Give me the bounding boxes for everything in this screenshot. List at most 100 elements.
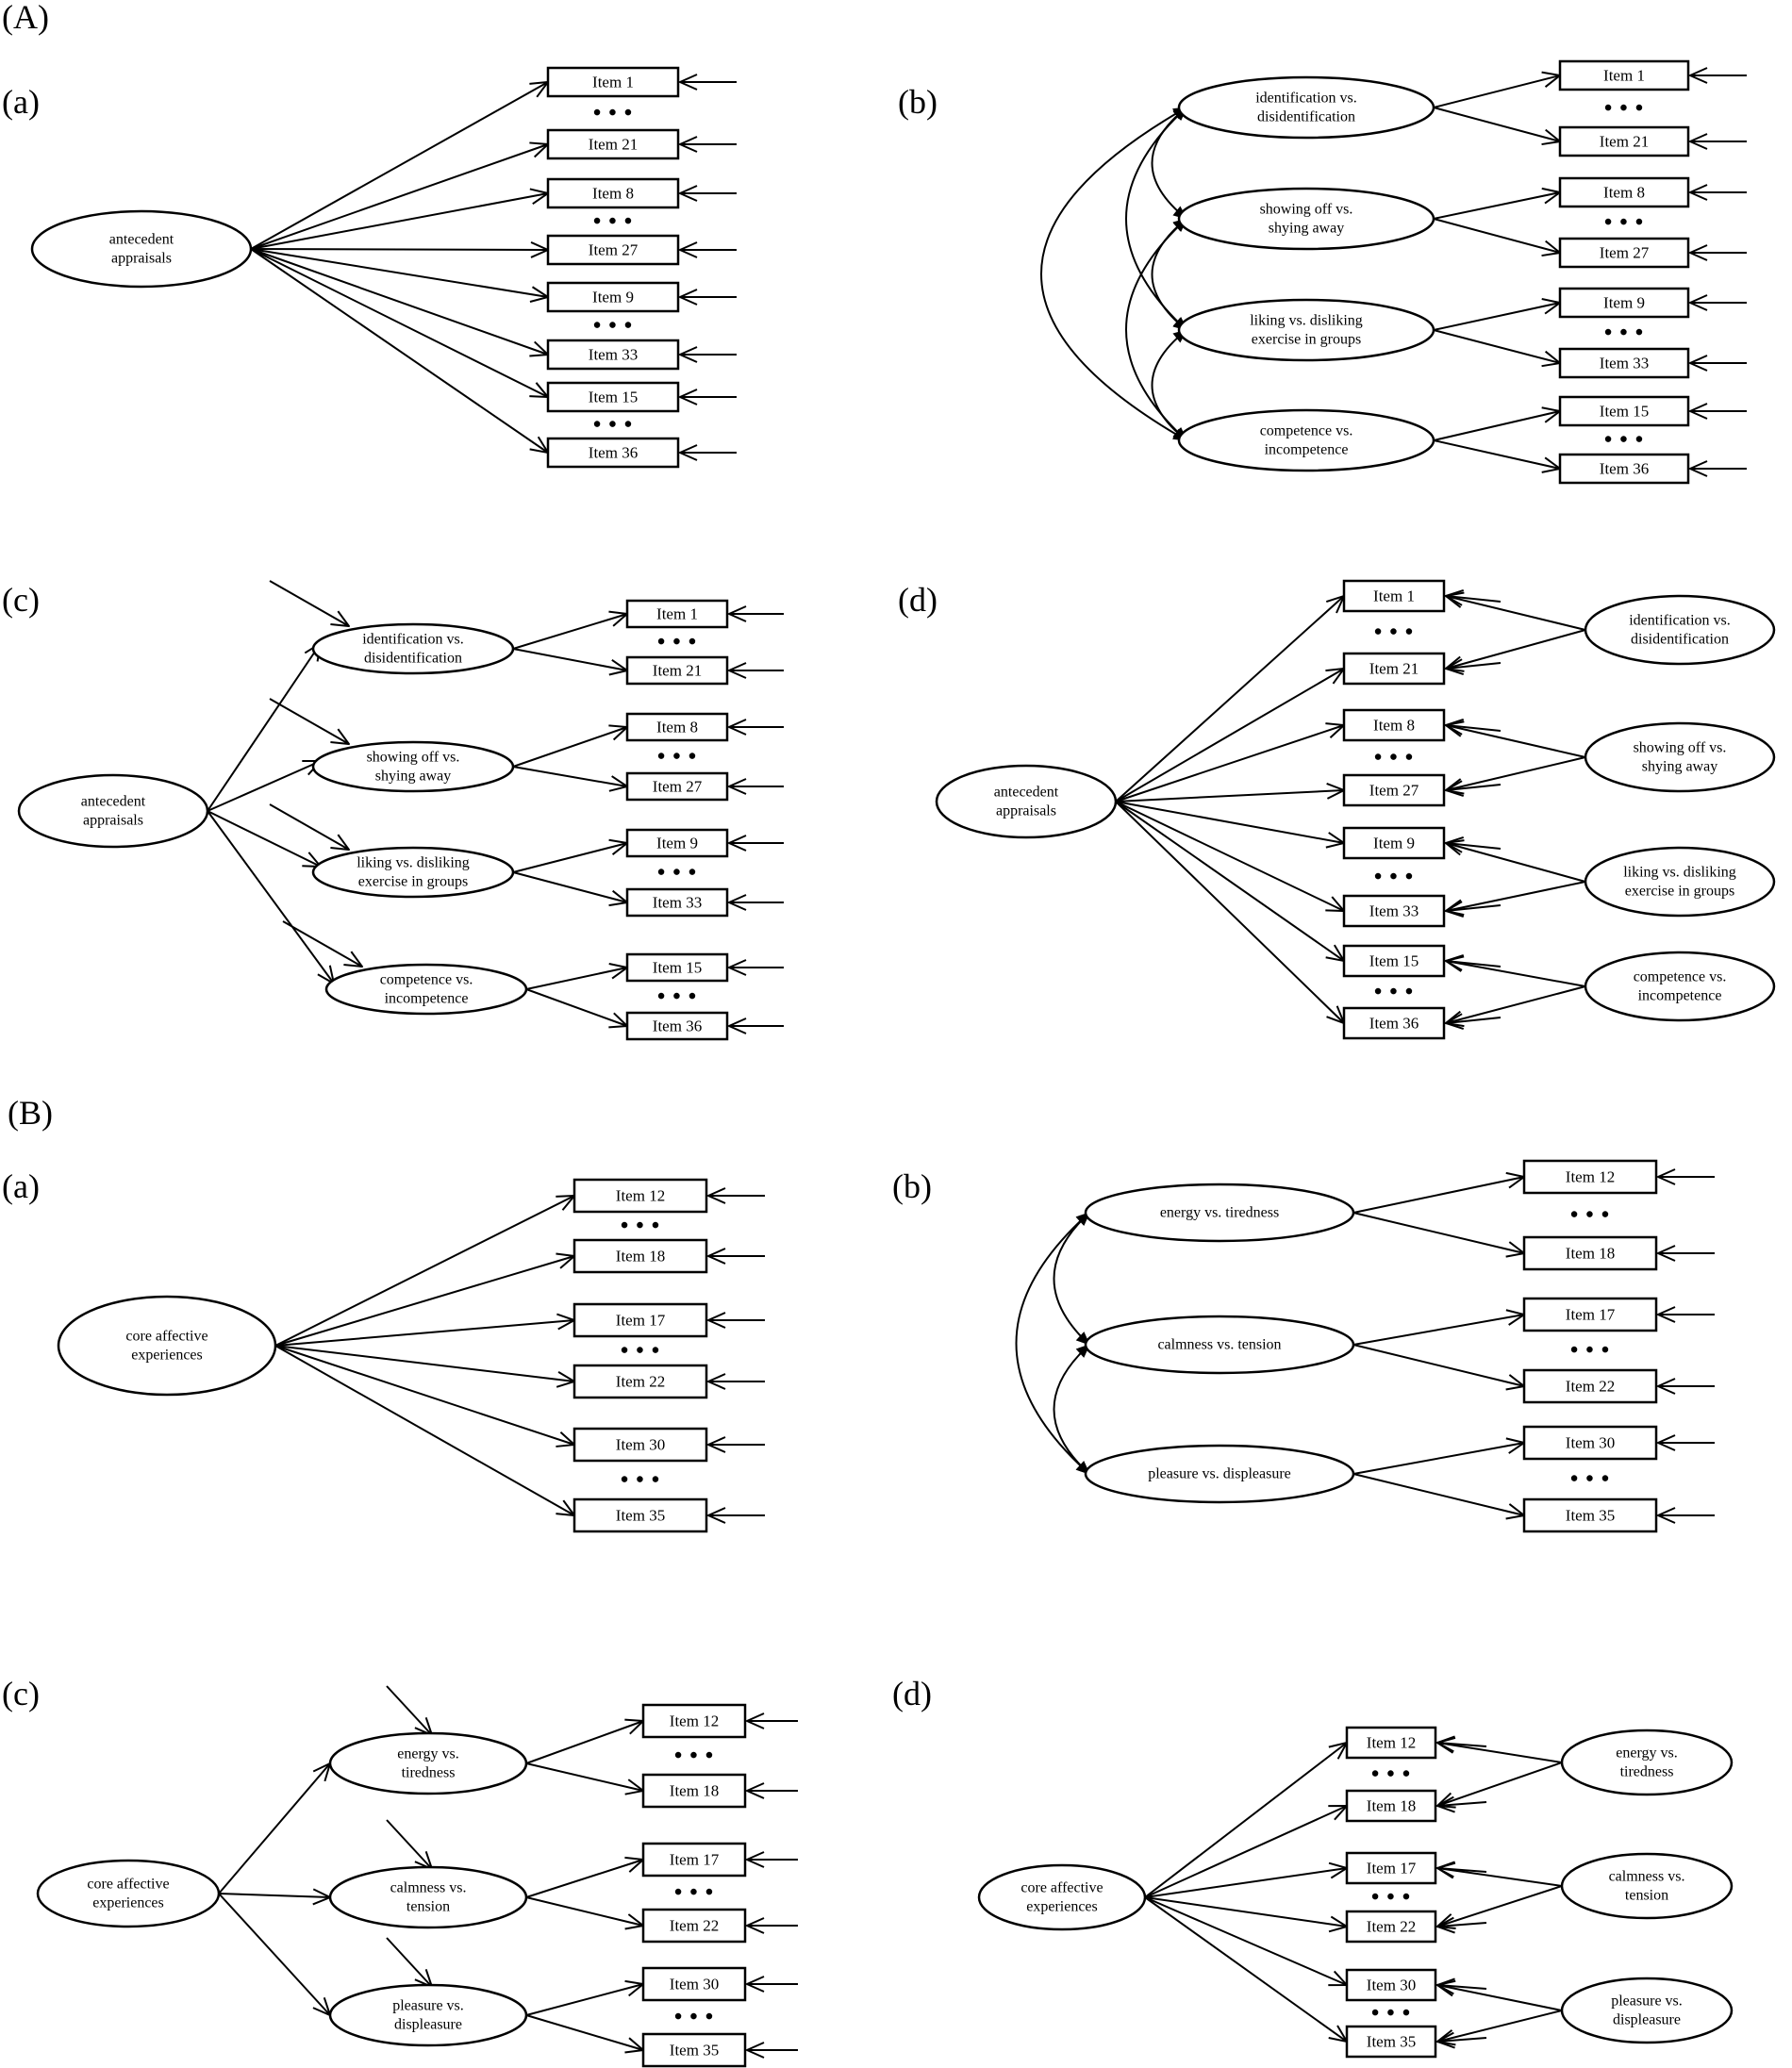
- factor-ellipse-label: energy vs.: [397, 1746, 458, 1762]
- panel-label-a: (a): [2, 83, 40, 121]
- item-box-shape: [1522, 1368, 1658, 1404]
- item-box-shape: [1345, 1789, 1437, 1823]
- disturbance-arrow: [386, 1819, 432, 1869]
- factor-ellipse-label: tiredness: [1620, 1764, 1674, 1780]
- item-box-shape: [1345, 1851, 1437, 1885]
- item-box-shape: [1342, 1006, 1446, 1040]
- factor-ellipse: competence vs.incompetence: [1584, 951, 1776, 1022]
- loading-arrow: [1352, 1212, 1524, 1253]
- item-box-shape: [1558, 347, 1690, 379]
- factor-ellipse-shape: [328, 1865, 528, 1929]
- item-box: Item 15: [546, 381, 680, 413]
- item-box: Item 35: [641, 2032, 747, 2068]
- residual-arrow: [1446, 961, 1502, 967]
- item-box-label: Item 35: [1367, 2033, 1416, 2051]
- item-box-shape: [625, 1011, 729, 1041]
- loading-arrow: [1446, 596, 1586, 631]
- factor-ellipse-shape: [1177, 187, 1435, 251]
- item-box: Item 18: [1345, 1789, 1437, 1823]
- item-box: Item 22: [572, 1364, 708, 1399]
- factor-ellipse-label: exercise in groups: [1625, 884, 1734, 900]
- loading-arrow: [512, 648, 627, 670]
- loading-arrow: [1144, 1806, 1347, 1898]
- item-box-label: Item 15: [589, 389, 638, 406]
- item-box-label: Item 18: [670, 1782, 719, 1800]
- factor-ellipse-label: showing off vs.: [1260, 202, 1353, 218]
- disturbance-arrow: [269, 580, 349, 626]
- loading-arrow: [1446, 725, 1586, 758]
- loading-arrow: [525, 1896, 643, 1926]
- factor-ellipse-label: pleasure vs.: [392, 1998, 464, 2014]
- loading-arrow: [512, 843, 627, 873]
- factor-ellipse-label: identification vs.: [362, 632, 464, 648]
- factor-ellipse-shape: [328, 1983, 528, 2047]
- loading-arrow: [525, 1984, 643, 2016]
- factor-ellipse-label: displeasure: [394, 2017, 462, 2033]
- item-box-label: Item 22: [616, 1373, 665, 1391]
- general-factor-ellipse: antecedent appraisals: [17, 773, 209, 849]
- factor-ellipse-shape: [1584, 951, 1776, 1022]
- item-box-label: Item 8: [592, 185, 634, 203]
- item-box: Item 21: [546, 128, 680, 160]
- factor-ellipse: calmness vs. tension: [1084, 1315, 1355, 1375]
- item-box: Item 9: [625, 828, 729, 858]
- item-box-shape: [546, 66, 680, 98]
- item-box-shape: [641, 2032, 747, 2068]
- residual-arrow: [1446, 785, 1502, 790]
- loading-arrow: [1433, 439, 1560, 469]
- loading-arrow: [218, 1894, 330, 1897]
- item-box: Item 17: [1345, 1851, 1437, 1885]
- factor-ellipse-shape: [1177, 408, 1435, 472]
- general-factor-ellipse-label: core affective: [1020, 1880, 1103, 1896]
- residual-arrow: [1437, 1868, 1487, 1872]
- loading-arrow: [1433, 218, 1560, 253]
- item-box-label: Item 8: [1373, 717, 1415, 735]
- loading-arrow: [250, 249, 548, 250]
- factor-ellipse-label: disidentification: [1631, 632, 1729, 648]
- ellipsis-dots: • • •: [1374, 865, 1414, 889]
- item-box: Item 9: [1342, 826, 1446, 860]
- factor-ellipse-label: shying away: [1269, 221, 1344, 237]
- general-factor-ellipse-label: appraisals: [83, 813, 143, 829]
- factor-ellipse-label: calmness vs. tension: [1157, 1337, 1281, 1353]
- item-box-label: Item 30: [1566, 1434, 1615, 1452]
- factor-ellipse-label: incompetence: [1638, 988, 1722, 1004]
- factor-ellipse: identification vs.disidentification: [311, 622, 515, 675]
- item-box-label: Item 8: [656, 719, 698, 736]
- loading-arrow: [1433, 75, 1560, 108]
- factor-ellipse-label: pleasure vs.: [1611, 1994, 1683, 2010]
- residual-arrow: [1437, 1985, 1487, 1989]
- item-box-label: Item 18: [616, 1248, 665, 1266]
- item-box: Item 33: [546, 339, 680, 371]
- item-box: Item 30: [572, 1427, 708, 1463]
- item-box-label: Item 22: [1566, 1378, 1615, 1396]
- item-box-shape: [1558, 59, 1690, 91]
- loading-arrow: [1115, 801, 1344, 961]
- factor-ellipse-shape: [1084, 1183, 1355, 1243]
- loading-arrow: [1433, 411, 1560, 441]
- item-box-label: Item 21: [1369, 660, 1419, 678]
- loading-arrow: [250, 248, 548, 453]
- factor-ellipse-label: liking vs. disliking: [357, 855, 470, 871]
- item-box-shape: [1345, 1910, 1437, 1944]
- ellipsis-dots: • • •: [1604, 96, 1644, 121]
- ellipsis-dots: • • •: [674, 2005, 714, 2029]
- section-label-A: (A): [2, 0, 49, 36]
- item-box-shape: [572, 1364, 708, 1399]
- loading-arrow: [1446, 881, 1586, 911]
- general-factor-ellipse-label: antecedent: [81, 794, 146, 810]
- residual-arrow: [1446, 596, 1502, 602]
- ellipsis-dots: • • •: [621, 1339, 660, 1364]
- factor-ellipse: calmness vs.tension: [1560, 1852, 1734, 1920]
- disturbance-arrow: [386, 1937, 432, 1987]
- panel-label-b: (b): [898, 83, 937, 121]
- loading-arrow: [207, 810, 334, 984]
- item-box-shape: [625, 828, 729, 858]
- item-box-shape: [572, 1497, 708, 1533]
- item-box-shape: [1558, 395, 1690, 427]
- item-box-label: Item 15: [1600, 403, 1649, 421]
